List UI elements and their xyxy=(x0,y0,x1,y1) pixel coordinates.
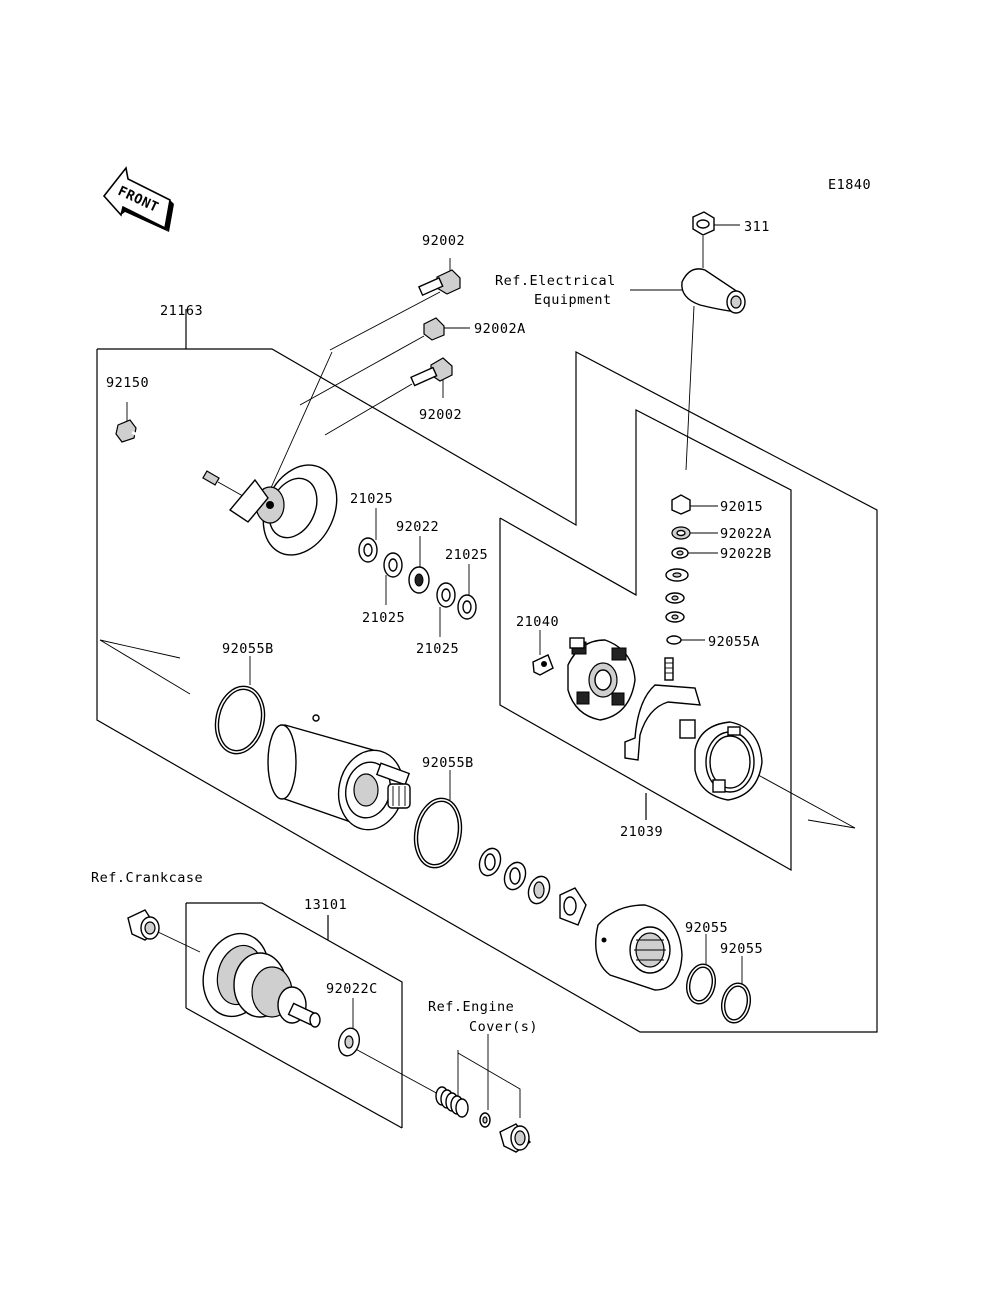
label-92022: 92022 xyxy=(396,519,439,535)
nut-311 xyxy=(692,211,740,268)
label-21025-a: 21025 xyxy=(350,491,393,507)
bolt-92002-mid xyxy=(324,357,453,436)
label-ref-crankcase: Ref.Crankcase xyxy=(91,870,203,886)
front-cover xyxy=(595,904,683,991)
o-ring-92055B-right xyxy=(413,770,463,869)
spring-and-cover xyxy=(435,1034,532,1153)
guide-bolt xyxy=(269,351,333,491)
label-ref-electrical-1: Ref.Electrical xyxy=(495,273,616,289)
bolt-92002-top xyxy=(329,258,461,351)
assembly-outline-21163 xyxy=(96,309,878,1033)
label-21025-c: 21025 xyxy=(362,610,405,626)
terminal-bracket xyxy=(624,657,701,761)
label-92055B-a: 92055B xyxy=(222,641,274,657)
part-labels: 311 Ref.Electrical Equipment 92002 92002… xyxy=(91,219,772,1035)
front-arrow-icon: FRONT xyxy=(102,166,174,232)
o-ring-92055-b xyxy=(720,956,752,1024)
front-shims xyxy=(478,847,587,926)
label-21025-d: 21025 xyxy=(416,641,459,657)
label-92055A: 92055A xyxy=(708,634,760,650)
motor-yoke xyxy=(267,714,411,831)
label-13101: 13101 xyxy=(304,897,347,913)
label-311: 311 xyxy=(744,219,770,235)
label-92022A: 92022A xyxy=(720,526,772,542)
starter-gear xyxy=(202,932,321,1028)
assembly-outline-21039 xyxy=(499,409,792,872)
label-92015: 92015 xyxy=(720,499,763,515)
label-ref-engine-1: Ref.Engine xyxy=(428,999,514,1015)
brush-holder-21040 xyxy=(532,630,636,721)
label-21163: 21163 xyxy=(160,303,203,319)
label-92022C: 92022C xyxy=(326,981,378,997)
o-ring-92055-a xyxy=(685,934,717,1005)
bushing-crankcase xyxy=(127,909,160,941)
end-cover-rear xyxy=(228,464,338,556)
starter-clutch-outline-13101 xyxy=(185,902,403,1129)
through-bolt-92150 xyxy=(115,402,251,501)
label-92055-b: 92055 xyxy=(720,941,763,957)
diagram-code: E1840 xyxy=(828,177,871,193)
label-92022B: 92022B xyxy=(720,546,772,562)
washer-stack xyxy=(358,508,477,637)
o-ring-92055B-left xyxy=(214,656,266,755)
brush-housing xyxy=(694,721,763,801)
label-92002A: 92002A xyxy=(474,321,526,337)
terminal-stack xyxy=(665,494,718,645)
washer-92022C xyxy=(337,998,361,1057)
label-21039: 21039 xyxy=(620,824,663,840)
terminal-cap xyxy=(630,268,746,471)
label-92055-a: 92055 xyxy=(685,920,728,936)
label-92002-top: 92002 xyxy=(422,233,465,249)
label-92002-mid: 92002 xyxy=(419,407,462,423)
label-ref-engine-2: Cover(s) xyxy=(469,1019,538,1035)
label-21040: 21040 xyxy=(516,614,559,630)
label-21025-b: 21025 xyxy=(445,547,488,563)
label-92055B-b: 92055B xyxy=(422,755,474,771)
label-92150: 92150 xyxy=(106,375,149,391)
guide-lines xyxy=(99,639,856,1096)
label-ref-electrical-2: Equipment xyxy=(534,292,612,308)
bolt-92002A xyxy=(299,317,470,406)
